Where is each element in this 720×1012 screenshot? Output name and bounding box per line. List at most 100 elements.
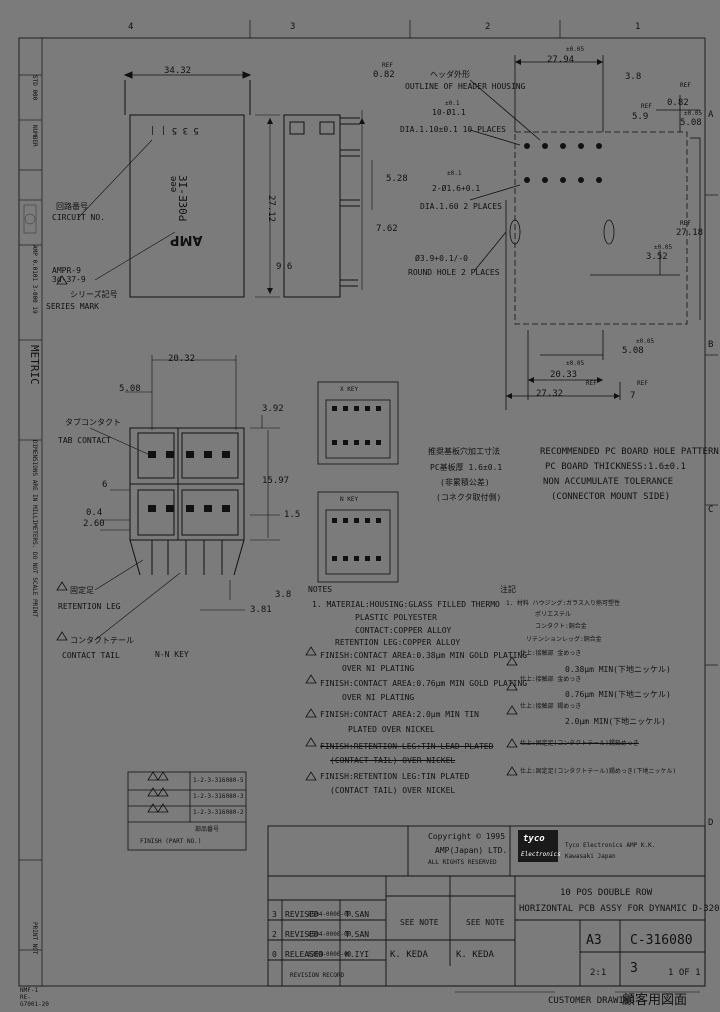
contacts xyxy=(148,451,230,512)
zone-label-2: 2 xyxy=(485,22,491,32)
rev-ltr-3: 0 xyxy=(272,950,277,959)
footer-label: CUSTOMER DRAWING xyxy=(548,996,635,1006)
jp-note-10: 2.0μm MIN(下地ニッケル) xyxy=(565,717,666,726)
company-2: ALL RIGHTS RESERVED xyxy=(428,859,497,866)
outline-jp: ヘッダ外形 xyxy=(430,70,470,79)
dia-top-tol: ±0.1 xyxy=(445,100,460,107)
left-strip-marks xyxy=(23,204,37,234)
note-3: CONTACT:COPPER ALLOY xyxy=(355,626,452,635)
dim-27-94: 27.94 xyxy=(547,55,575,65)
amp-logo: AMP xyxy=(170,232,203,247)
dia-mid-text: DIA.1.60 2 PLACES xyxy=(420,202,502,211)
hole-pattern-line1: RECOMMENDED PC BOARD HOLE PATTERN xyxy=(540,447,719,457)
jp-note-1: 1. 材料 ハウジング:ガラス入り熱可塑性 xyxy=(506,600,620,607)
jp-note-12: 仕上:固定足(コンタクトテール)錫めっき(下地ニッケル) xyxy=(520,768,677,775)
title-line-1: 10 POS DOUBLE ROW xyxy=(560,888,653,898)
circuit-no: CIRCUIT NO. xyxy=(52,213,105,222)
rev-by-1: T.SAN xyxy=(345,910,370,919)
tyco-logo: tyco xyxy=(523,834,545,844)
finish-row-3: 1-2-3-316080-2 xyxy=(193,809,244,816)
note-11: FINISH:RETENTION LEG:TIN-LEAD PLATED xyxy=(320,742,494,751)
ref-0-82: 0.82 xyxy=(373,70,395,80)
rev-desc-2: REVISED xyxy=(285,930,319,939)
rev-header: REVISION RECORD xyxy=(290,972,345,979)
ref-label-2: REF xyxy=(680,82,691,89)
tyco-name: Tyco Electronics AMP K.K. xyxy=(565,842,656,849)
rev-triangles xyxy=(56,275,518,813)
note-7: FINISH:CONTACT AREA:0.76μm MIN GOLD PLAT… xyxy=(320,679,528,688)
hole-pattern-jp2: PC基板厚 1.6±0.1 xyxy=(430,463,503,472)
footer-jp: 顧客用図面 xyxy=(622,993,688,1008)
dim-34-32: 34.32 xyxy=(164,66,192,76)
series-mark: SERIES MARK xyxy=(46,302,99,311)
dim-15-97: 15.97 xyxy=(262,476,290,486)
tol-20-33: ±0.05 xyxy=(566,360,585,367)
dia-top-val: 10-Ø1.1 xyxy=(432,108,466,117)
ref-label-5: REF xyxy=(586,380,597,387)
rev-ec-1: E504-0000-00 xyxy=(308,911,352,918)
left-print-not: PRINT NOT xyxy=(31,922,38,955)
dim-3-8b: 3.8 xyxy=(275,590,292,600)
jp-notes-title: 注記 xyxy=(500,585,516,594)
rev-desc-3: RELEASED xyxy=(285,950,324,959)
ref-label-6: REF xyxy=(637,380,648,387)
jp-note-7: 仕上:接触部 金めっき xyxy=(520,676,582,683)
dia-mid-val: 2-Ø1.6+0.1 xyxy=(432,184,481,193)
dim-arrows xyxy=(267,59,620,399)
hole-pattern-jp4: (コネクタ取付側) xyxy=(436,493,502,502)
rev-desc-1: REVISED xyxy=(285,910,319,919)
tol-3-52: ±0.05 xyxy=(654,244,673,251)
dim-27-18: 27.18 xyxy=(676,228,704,238)
rev-ltr-1: 3 xyxy=(272,910,277,919)
ref-label-4: REF xyxy=(680,220,691,227)
jp-note-2: ポリエステル xyxy=(535,611,572,618)
notes-title: NOTES xyxy=(308,585,333,594)
dim-27-32: 27.32 xyxy=(536,389,564,399)
dia-top-text: DIA.1.10±0.1 10 PLACES xyxy=(400,125,506,134)
ref-label-3: REF xyxy=(641,103,652,110)
contact-tail-jp: コンタクトテール xyxy=(70,636,134,645)
dim-3-52: 3.52 xyxy=(646,252,668,262)
note-12: (CONTACT TAIL) OVER NICKEL xyxy=(330,756,456,765)
zone-label-B: B xyxy=(708,340,714,350)
dia-mid-tol: ±0.1 xyxy=(447,170,462,177)
dim-9-6: 9.6 xyxy=(276,262,293,272)
checked-by: K. KEDA xyxy=(456,950,494,960)
tol-5-08: ±0.05 xyxy=(684,110,703,117)
finish-table-lines xyxy=(127,771,247,851)
left-dimensions-note: DIMENSIONS ARE IN MILLIMETERS. DO NOT SC… xyxy=(31,440,38,618)
note-8: OVER NI PLATING xyxy=(342,693,415,702)
title-block-lines xyxy=(267,825,706,987)
top-view xyxy=(89,355,280,641)
finish-row-2: 1-2-3-316080-3 xyxy=(193,793,244,800)
dim-3-8: 3.8 xyxy=(625,72,642,82)
rev-by-3: K.IYI xyxy=(345,950,370,959)
part-text-1: 5 3 5 | | xyxy=(150,125,199,135)
dim-5-08b: 5.08 xyxy=(622,346,644,356)
finish-footer: FINISH (PART NO.) xyxy=(140,838,202,845)
holes-row2 xyxy=(524,177,602,183)
hole-pattern-view xyxy=(469,55,701,410)
zone-label-4: 4 xyxy=(128,22,134,32)
dim-27-12: 27.12 xyxy=(266,195,276,223)
hole-pattern-line3: NON ACCUMULATE TOLERANCE xyxy=(543,477,674,487)
dim-3-81: 3.81 xyxy=(250,605,272,615)
holes-row1 xyxy=(524,143,602,149)
rev-by-2: T.SAN xyxy=(345,930,370,939)
dim-7: 7 xyxy=(630,391,636,401)
dim-2-60: 2.60 xyxy=(83,519,105,529)
dim-5-08: 5.08 xyxy=(680,118,702,128)
tyco-city: Kawasaki Japan xyxy=(565,853,616,860)
dim-7-62: 7.62 xyxy=(376,224,398,234)
finish-footer-jp: 部品番号 xyxy=(195,826,220,833)
jp-note-11: 仕上:固定足(コンタクトテール)錫鉛めっき xyxy=(520,740,639,747)
company-1: AMP(Japan) LTD. xyxy=(435,846,508,855)
retention-jp: 固定足 xyxy=(70,586,94,595)
note-10: PLATED OVER NICKEL xyxy=(348,725,435,734)
front-view xyxy=(77,71,280,298)
dim-1-5: 1.5 xyxy=(284,510,301,520)
drawing-no: C-316080 xyxy=(630,933,693,948)
sheet: 1 OF 1 xyxy=(668,968,701,978)
circuit-no-jp: 回路番号 xyxy=(56,202,88,211)
